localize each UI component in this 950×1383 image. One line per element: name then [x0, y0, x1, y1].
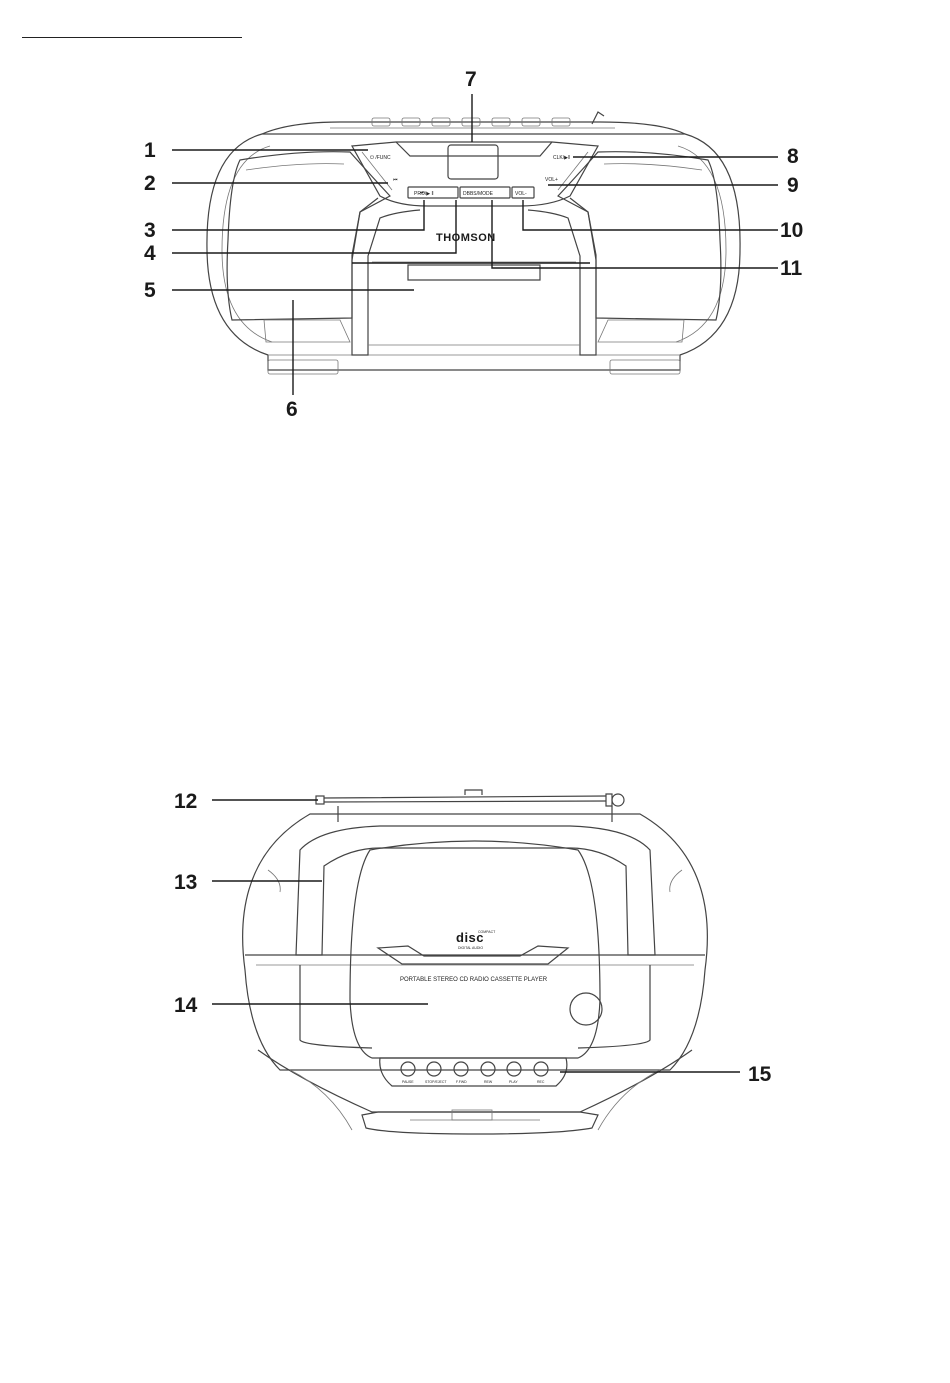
- stop-eject-label: STOP/EJECT: [425, 1080, 447, 1084]
- callout-13: 13: [174, 871, 197, 894]
- stop-eject-button[interactable]: [427, 1062, 441, 1076]
- rew-label: REW: [484, 1080, 493, 1084]
- rec-button[interactable]: [534, 1062, 548, 1076]
- pause-button[interactable]: [401, 1062, 415, 1076]
- cd-logo-top: COMPACT: [478, 930, 496, 934]
- antenna: [316, 790, 624, 822]
- callout-14: 14: [174, 994, 198, 1017]
- ffwd-label: F.FWD: [456, 1080, 467, 1084]
- cd-lid: disc COMPACT DIGITAL AUDIO PORTABLE STER…: [300, 841, 650, 1058]
- rew-button[interactable]: [481, 1062, 495, 1076]
- cassette-button-strip: PAUSE STOP/EJECT F.FWD REW PLAY REC: [380, 1058, 567, 1086]
- play-label: PLAY: [509, 1080, 518, 1084]
- pause-label: PAUSE: [402, 1080, 414, 1084]
- callout-15: 15: [748, 1063, 772, 1086]
- rec-label: REC: [537, 1080, 545, 1084]
- cd-logo-bottom: DIGITAL AUDIO: [458, 946, 483, 950]
- ffwd-button[interactable]: [454, 1062, 468, 1076]
- tagline: PORTABLE STEREO CD RADIO CASSETTE PLAYER: [400, 977, 548, 983]
- play-button[interactable]: [507, 1062, 521, 1076]
- callout-12: 12: [174, 790, 197, 813]
